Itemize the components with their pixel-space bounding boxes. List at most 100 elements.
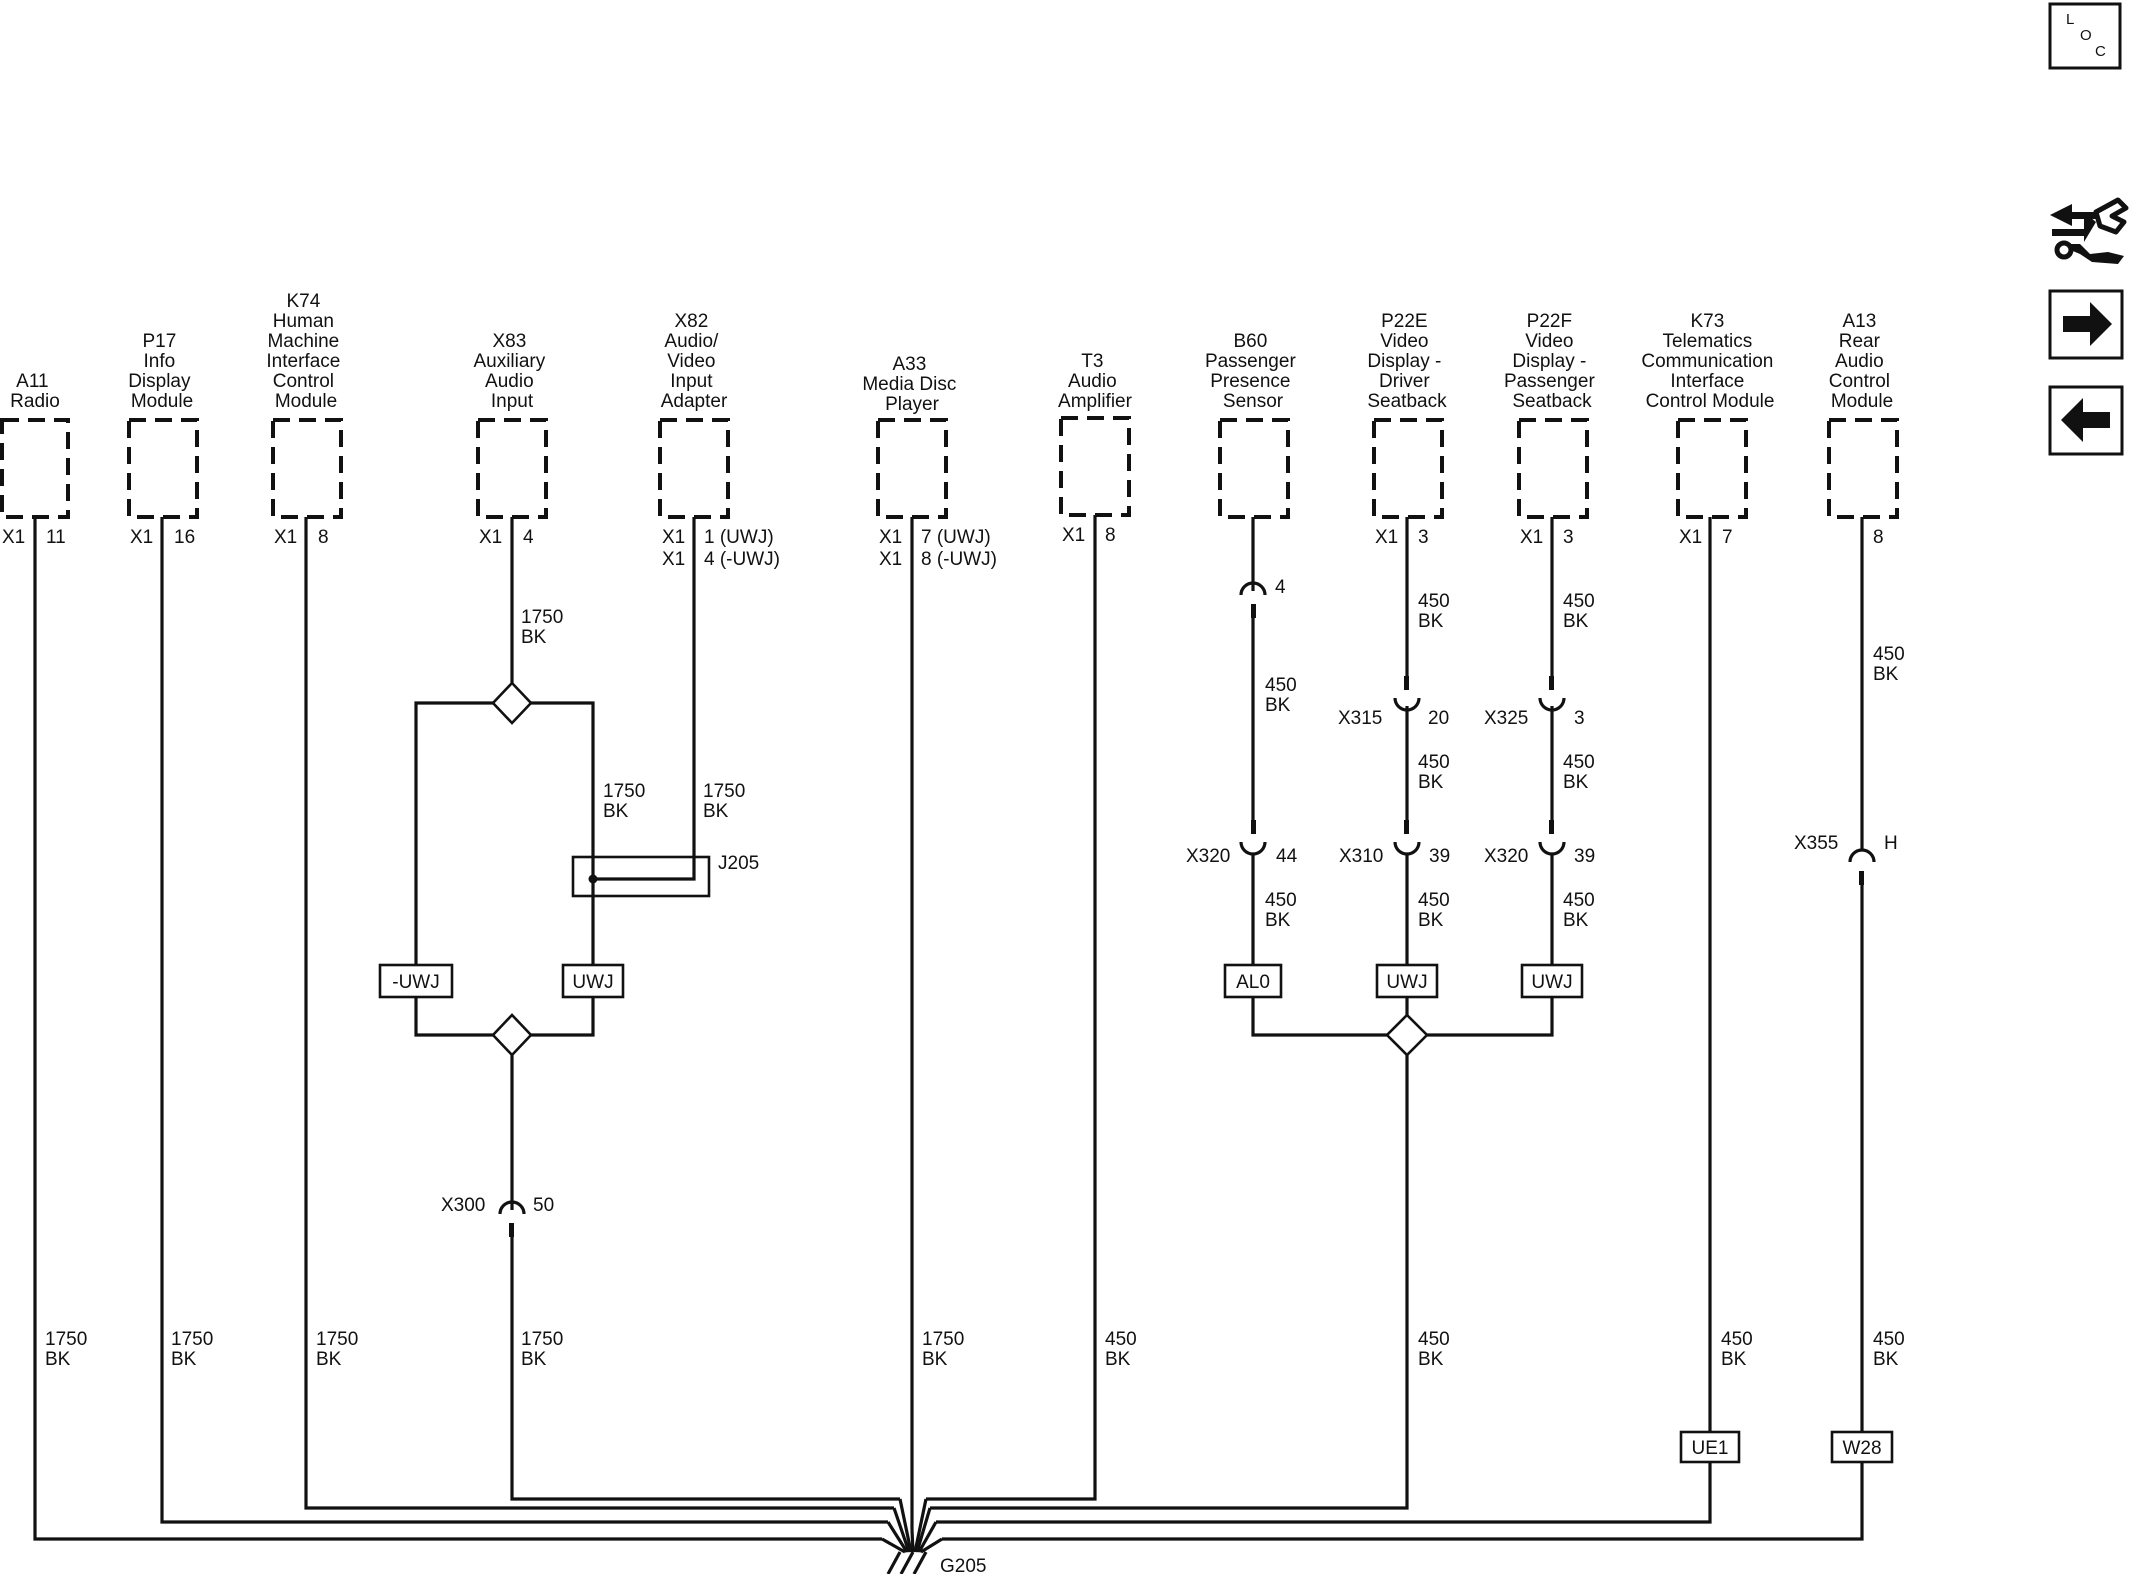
component-box-k74 [271, 418, 343, 519]
svg-text:O: O [2080, 27, 2092, 44]
arrow-right-icon[interactable] [2048, 289, 2124, 360]
inline-connector-labels: X300 50 X315 20 X325 3 X320 44 X310 39 X… [441, 708, 1898, 1216]
svg-text:BK: BK [922, 1349, 948, 1370]
svg-text:1750: 1750 [922, 1329, 964, 1350]
splice-pack-j205 [571, 855, 711, 898]
svg-text:X320: X320 [1186, 846, 1230, 867]
svg-text:450: 450 [1721, 1329, 1753, 1350]
svg-text:BK: BK [316, 1349, 342, 1370]
option-al0: AL0 [1236, 972, 1270, 993]
splice-dot-j205 [588, 874, 598, 884]
label-x83: X83 Auxiliary Audio Input [473, 331, 550, 412]
svg-text:X310: X310 [1339, 846, 1383, 867]
svg-text:BK: BK [521, 627, 547, 648]
connector-tool-icon[interactable] [2050, 197, 2129, 264]
svg-text:BK: BK [1563, 611, 1589, 632]
svg-text:BK: BK [1265, 695, 1291, 716]
label-t3: T3 Audio Amplifier [1058, 351, 1133, 412]
component-box-p17 [127, 418, 199, 519]
svg-text:1750: 1750 [316, 1329, 358, 1350]
svg-text:44: 44 [1276, 846, 1298, 867]
svg-text:1750: 1750 [603, 781, 645, 802]
pin-p22e-connector: X1 [1375, 527, 1398, 548]
pin-a11-number: 11 [46, 527, 66, 548]
label-b60: B60 Passenger Presence Sensor [1205, 331, 1301, 412]
label-p22f: P22F Video Display - Passenger Seatback [1504, 311, 1600, 412]
svg-text:450: 450 [1873, 1329, 1905, 1350]
svg-text:BK: BK [1418, 1349, 1444, 1370]
ground-label: G205 [940, 1556, 986, 1574]
pin-x83-connector: X1 [479, 527, 502, 548]
option-uwj-driver: UWJ [1386, 972, 1427, 993]
svg-text:39: 39 [1429, 846, 1450, 867]
component-box-x83 [476, 418, 548, 519]
svg-text:39: 39 [1574, 846, 1595, 867]
component-box-a11 [0, 418, 70, 519]
splice-diamond-seat [1385, 1013, 1429, 1057]
pin-a13-number: 8 [1873, 527, 1884, 548]
wires [33, 515, 1864, 1554]
pin-a11-connector: X1 [2, 527, 25, 548]
svg-text:450: 450 [1563, 752, 1595, 773]
svg-text:BK: BK [1418, 611, 1444, 632]
component-box-b60 [1218, 418, 1290, 519]
svg-text:450: 450 [1265, 675, 1297, 696]
label-p22e: P22E Video Display - Driver Seatback [1367, 311, 1447, 412]
svg-text:BK: BK [603, 801, 629, 822]
pin-b60-number: 4 [1275, 577, 1286, 598]
svg-text:H: H [1884, 833, 1898, 854]
option-uwj-passenger: UWJ [1531, 972, 1572, 993]
arrow-left-icon[interactable] [2048, 385, 2124, 456]
svg-text:1750: 1750 [171, 1329, 213, 1350]
svg-text:BK: BK [521, 1349, 547, 1370]
label-a13: A13 Rear Audio Control Module [1829, 311, 1896, 412]
svg-text:BK: BK [1873, 664, 1899, 685]
pin-k74-number: 8 [318, 527, 329, 548]
svg-text:BK: BK [1563, 772, 1589, 793]
ground-symbol [886, 1551, 928, 1574]
pin-x83-number: 4 [523, 527, 534, 548]
option-boxes: -UWJ UWJ AL0 UWJ UWJ UE1 W28 [378, 963, 1894, 1464]
label-p17: P17 Info Display Module [128, 331, 196, 412]
label-k74: K74 Human Machine Interface Control Modu… [266, 291, 345, 412]
component-box-p22e [1372, 418, 1444, 519]
svg-text:450: 450 [1873, 644, 1905, 665]
pin-p22e-number: 3 [1418, 527, 1429, 548]
pin-a33-number-1: 7 (UWJ) [921, 527, 991, 548]
svg-text:450: 450 [1105, 1329, 1137, 1350]
label-k73: K73 Telematics Communication Interface C… [1641, 311, 1778, 412]
svg-text:BK: BK [171, 1349, 197, 1370]
pin-x82-connector-1: X1 [662, 527, 685, 548]
component-box-x82 [658, 418, 730, 519]
svg-text:C: C [2095, 43, 2106, 60]
label-x82: X82 Audio/ Video Input Adapter [661, 311, 728, 412]
pin-x82-connector-2: X1 [662, 549, 685, 570]
svg-text:BK: BK [1721, 1349, 1747, 1370]
svg-text:3: 3 [1574, 708, 1585, 729]
svg-text:450: 450 [1265, 890, 1297, 911]
svg-text:450: 450 [1563, 591, 1595, 612]
svg-text:BK: BK [1418, 772, 1444, 793]
svg-text:BK: BK [703, 801, 729, 822]
svg-text:BK: BK [1873, 1349, 1899, 1370]
loc-icon[interactable]: L O C [2048, 2, 2122, 70]
option-ue1: UE1 [1692, 1438, 1729, 1459]
inline-connector-symbols [498, 581, 1876, 1237]
svg-text:X325: X325 [1484, 708, 1528, 729]
option-minus-uwj: -UWJ [392, 972, 439, 993]
pin-labels: X1 11 X1 16 X1 8 X1 4 X1 1 (UWJ) X1 4 (-… [2, 525, 1884, 598]
component-box-a13 [1827, 418, 1899, 519]
svg-text:450: 450 [1418, 1329, 1450, 1350]
pin-p22f-number: 3 [1563, 527, 1574, 548]
pin-k73-number: 7 [1722, 527, 1733, 548]
pin-x82-number-2: 4 (-UWJ) [704, 549, 780, 570]
svg-text:450: 450 [1418, 890, 1450, 911]
svg-text:1750: 1750 [521, 1329, 563, 1350]
pin-k74-connector: X1 [274, 527, 297, 548]
pin-t3-number: 8 [1105, 525, 1116, 546]
pin-k73-connector: X1 [1679, 527, 1702, 548]
pin-a33-connector-1: X1 [879, 527, 902, 548]
svg-text:BK: BK [45, 1349, 71, 1370]
splice-diamond-x83-top [491, 681, 533, 725]
